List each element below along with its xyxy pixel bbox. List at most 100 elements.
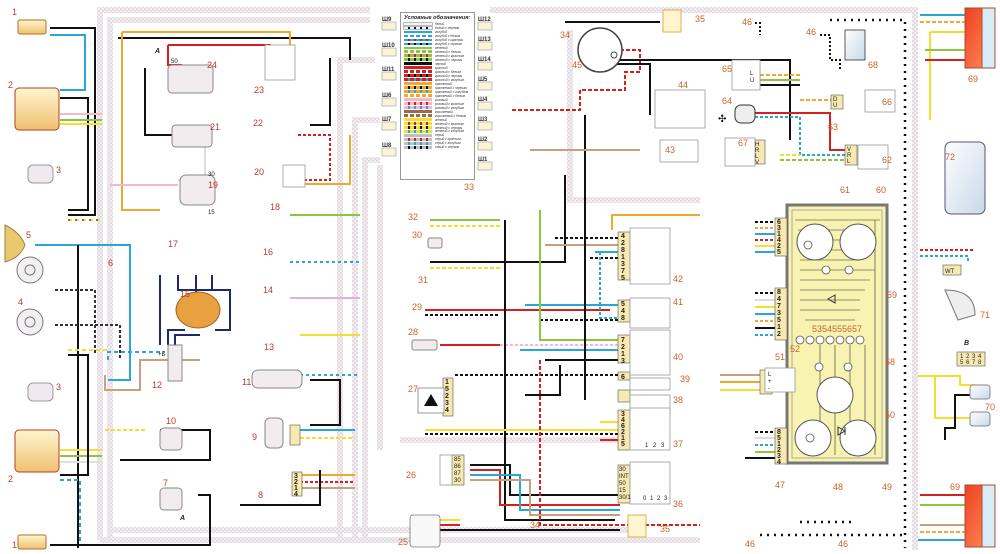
pin-label: H <box>755 142 759 148</box>
pin-label: 1 <box>777 324 781 331</box>
pin-label: D <box>833 97 838 103</box>
harness-connector-label: Ш14 <box>478 57 491 63</box>
legend-entry: оранжевый с черным <box>404 86 471 90</box>
component-label-9: 9 <box>252 432 257 442</box>
component-label-41: 41 <box>673 297 683 307</box>
component-label-58: 58 <box>885 357 895 367</box>
block-b-pin: 2 <box>966 354 970 360</box>
rear-lamp-69 <box>964 7 996 548</box>
component-label-42: 42 <box>673 274 683 284</box>
component-label-34: 34 <box>560 30 570 40</box>
legend-label: голубой с белым <box>435 33 461 38</box>
legend-entry: розовый с голубым <box>404 106 471 110</box>
harness-connector <box>381 121 397 131</box>
pin-label: 5 <box>777 317 781 324</box>
component-label-69: 69 <box>968 74 978 84</box>
component-label-59: 59 <box>887 290 897 300</box>
component-label-38: 38 <box>673 395 683 405</box>
terminal-label: WT <box>945 269 955 275</box>
component-label-53: 53 <box>812 324 822 334</box>
legend-entry: желтый <box>404 118 471 122</box>
legend-label: красный с голубым <box>435 77 464 82</box>
harness-connector-label: Ш7 <box>382 117 392 123</box>
component-label-1: 1 <box>12 540 17 550</box>
legend-swatch <box>404 86 432 89</box>
block-b-pin: 6 <box>966 360 970 366</box>
harness-connector-label: Ш8 <box>382 143 392 149</box>
harness-connector-label: Ш1 <box>478 157 488 163</box>
pin-label: 8 <box>777 289 781 296</box>
component-label-36: 36 <box>673 499 683 509</box>
component-label-14: 14 <box>263 285 273 295</box>
component-label-31: 31 <box>418 275 428 285</box>
harness-connector <box>381 97 397 107</box>
legend-entry: зеленый с черным <box>404 58 471 62</box>
block-b-pin: 5 <box>960 360 964 366</box>
pin-label: V <box>847 147 851 153</box>
legend-swatch <box>404 126 432 129</box>
legend-label: зеленый с черным <box>435 57 463 62</box>
pin-label: 87 <box>454 471 461 477</box>
component-label-13: 13 <box>264 342 274 352</box>
component-label-21: 21 <box>210 122 220 132</box>
harness-connector <box>477 81 493 91</box>
pin-label: 5 <box>621 275 625 282</box>
harness-connector-label: Ш2 <box>478 137 488 143</box>
component-label-8: 8 <box>258 490 263 500</box>
pin-label: 2 <box>777 243 781 250</box>
pin-label: 4 <box>621 233 625 240</box>
pin-labels: 503015+Б42813755487213634621530INT501530… <box>158 59 982 502</box>
component-label-29: 29 <box>412 302 422 312</box>
harness-connector-label: Ш12 <box>478 17 491 23</box>
legend-label: коричневый с белым <box>435 113 466 118</box>
instrument-cluster <box>785 203 889 465</box>
headlight-units <box>4 19 60 550</box>
pin-label: L <box>768 372 772 378</box>
legend-label: розовый с голубым <box>435 105 464 110</box>
component-label-63: 63 <box>828 122 838 132</box>
harness-connector <box>477 121 493 131</box>
component-label-28: 28 <box>408 327 418 337</box>
block-b-pin: 1 <box>960 354 964 360</box>
switch-boxes <box>264 9 896 548</box>
component-label-18: 18 <box>270 202 280 212</box>
component-label-71: 71 <box>980 310 990 320</box>
indicator-lamps <box>795 240 865 443</box>
pin-label: 1 <box>621 435 625 442</box>
legend-label: оранжевый с голубым <box>435 89 469 94</box>
pin-label: 5 <box>777 249 781 256</box>
legend-label: голубой с красным <box>435 37 464 42</box>
legend-label: красный с черным <box>435 73 463 78</box>
pin-label: 4 <box>777 296 781 303</box>
legend-swatch <box>404 58 432 62</box>
component-label-15: 15 <box>180 289 190 299</box>
legend-swatch <box>403 25 433 31</box>
component-label-2: 2 <box>8 474 13 484</box>
pin-label: 4 <box>621 308 625 315</box>
component-label-50: 50 <box>885 410 895 420</box>
pin-label: 4 <box>777 237 781 244</box>
legend-entry: розовый с красным <box>404 102 471 106</box>
pin-label: INT <box>619 474 629 480</box>
component-label-6: 6 <box>108 258 113 268</box>
pin-label: R <box>847 153 852 159</box>
pin-label: R <box>755 148 760 154</box>
component-label-69: 69 <box>950 482 960 492</box>
pin-label: 4 <box>621 417 625 424</box>
pin-label: 1 <box>777 441 781 448</box>
pin-label: L <box>755 154 759 160</box>
harness-connector-label: Ш10 <box>382 43 395 49</box>
harness-connector <box>477 141 493 151</box>
legend-swatch <box>404 98 432 101</box>
harness-connector-label: Ш11 <box>382 67 395 73</box>
pin-label: 30 <box>619 467 626 473</box>
legend-label: оранжевый <box>435 81 452 86</box>
component-label-62: 62 <box>882 155 892 165</box>
component-label-60: 60 <box>876 185 886 195</box>
component-label-43: 43 <box>665 145 675 155</box>
legend-entry: оранжевый с голубым <box>404 90 471 94</box>
pin-label: 5 <box>621 441 625 448</box>
legend-swatch <box>404 42 432 46</box>
